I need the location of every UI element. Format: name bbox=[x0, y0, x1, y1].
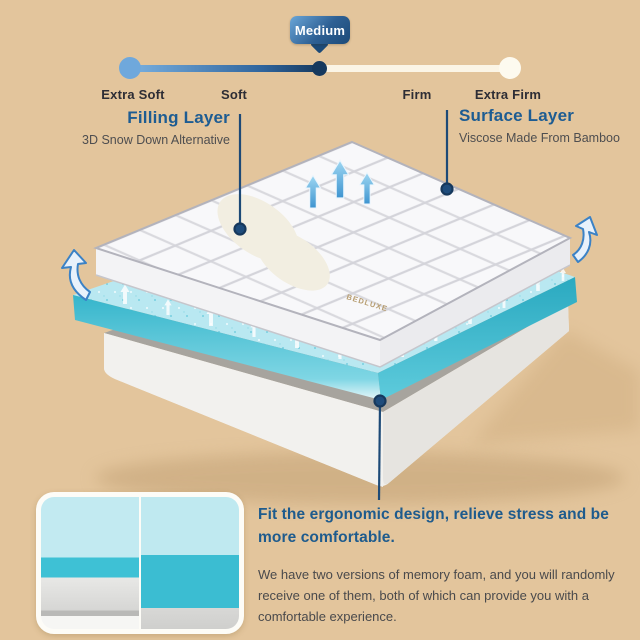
filling-layer-subtitle: 3D Snow Down Alternative bbox=[82, 133, 230, 147]
firmness-track-filled bbox=[130, 65, 320, 72]
foam-version-1-swatch bbox=[41, 497, 139, 629]
footer-headline: Fit the ergonomic design, relieve stress… bbox=[258, 506, 609, 547]
lift-arrow-left-icon bbox=[61, 249, 91, 301]
footer-body: We have two versions of memory foam, and… bbox=[258, 566, 615, 624]
footer-description: Fit the ergonomic design, relieve stress… bbox=[258, 503, 633, 627]
firmness-endpoint-firm-dot bbox=[499, 57, 521, 79]
inset-divider bbox=[138, 497, 142, 629]
scale-label-soft: Soft bbox=[220, 87, 248, 102]
scale-label-firm: Firm bbox=[402, 87, 432, 102]
memory-foam-versions-image bbox=[36, 492, 244, 634]
filling-layer-title: Filling Layer bbox=[127, 108, 230, 127]
scale-label-extra-soft: Extra Soft bbox=[101, 87, 165, 102]
surface-layer-subtitle: Viscose Made From Bamboo bbox=[459, 131, 620, 145]
firmness-track-remainder bbox=[320, 65, 510, 72]
firmness-endpoint-soft-dot bbox=[119, 57, 141, 79]
callout-leader-lines bbox=[233, 110, 454, 501]
filling-layer-callout: Filling Layer 3D Snow Down Alternative bbox=[40, 108, 230, 147]
filling-cutaway bbox=[217, 194, 330, 291]
surface-layer-title: Surface Layer bbox=[459, 106, 575, 125]
foam-version-2-swatch bbox=[141, 497, 239, 629]
firmness-badge: Medium bbox=[290, 16, 350, 44]
scale-label-extra-firm: Extra Firm bbox=[474, 87, 542, 102]
surface-layer-callout: Surface Layer Viscose Made From Bamboo bbox=[459, 106, 639, 145]
firmness-handle-dot bbox=[312, 61, 327, 76]
lift-arrow-right-icon bbox=[572, 216, 598, 263]
